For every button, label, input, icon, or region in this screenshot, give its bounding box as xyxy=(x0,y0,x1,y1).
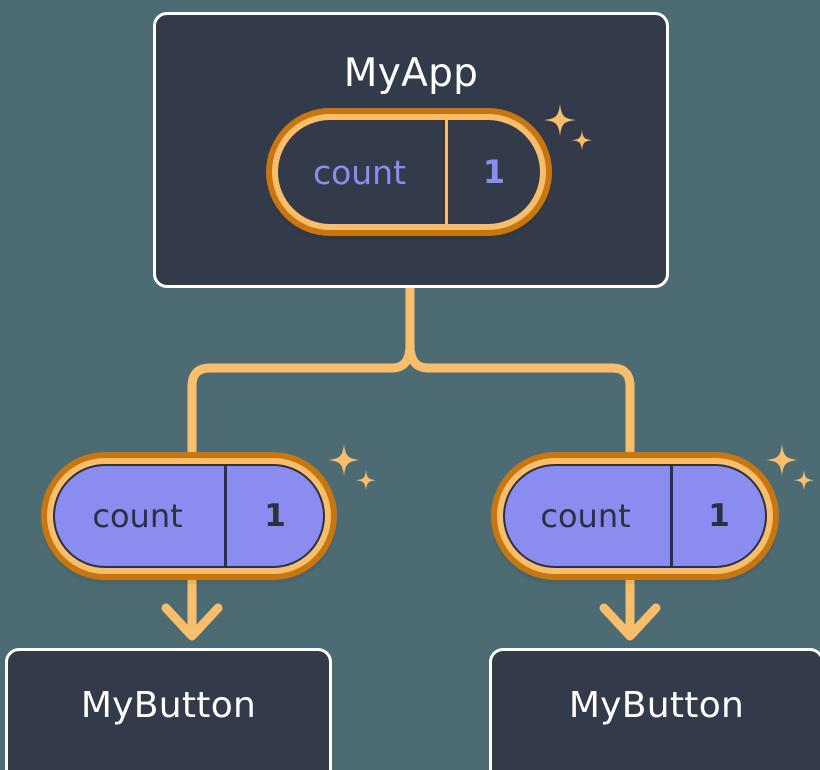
arrowhead-right-icon xyxy=(599,603,661,641)
state-pill-ring: count 1 xyxy=(272,114,546,230)
state-value-label: 1 xyxy=(708,498,730,534)
state-key-label: count xyxy=(540,497,631,535)
state-value-label: 1 xyxy=(264,498,286,534)
state-pill-body: count 1 xyxy=(503,464,767,568)
state-pill-child-left[interactable]: count 1 xyxy=(41,452,337,580)
connector-branch-left xyxy=(187,344,415,460)
state-pill-divider xyxy=(224,466,227,566)
state-key-label: count xyxy=(92,497,183,535)
component-title: MyButton xyxy=(80,685,257,726)
state-key-label: count xyxy=(312,152,407,192)
state-pill-divider xyxy=(445,120,448,224)
state-pill-myapp[interactable]: count 1 xyxy=(266,108,552,236)
state-pill-body: count 1 xyxy=(278,120,540,224)
state-value-label: 1 xyxy=(482,153,506,191)
component-card-mybutton-right[interactable]: MyButton xyxy=(489,648,820,770)
component-title: MyButton xyxy=(568,685,745,726)
state-pill-divider xyxy=(670,466,673,566)
state-pill-body: count 1 xyxy=(53,464,325,568)
component-card-mybutton-left[interactable]: MyButton xyxy=(5,648,332,770)
connector-branch-right xyxy=(405,344,635,460)
state-pill-child-right[interactable]: count 1 xyxy=(491,452,779,580)
state-pill-ring: count 1 xyxy=(497,458,773,574)
arrowhead-left-icon xyxy=(161,603,223,641)
state-pill-ring: count 1 xyxy=(47,458,331,574)
page-title: MyApp xyxy=(343,51,479,96)
